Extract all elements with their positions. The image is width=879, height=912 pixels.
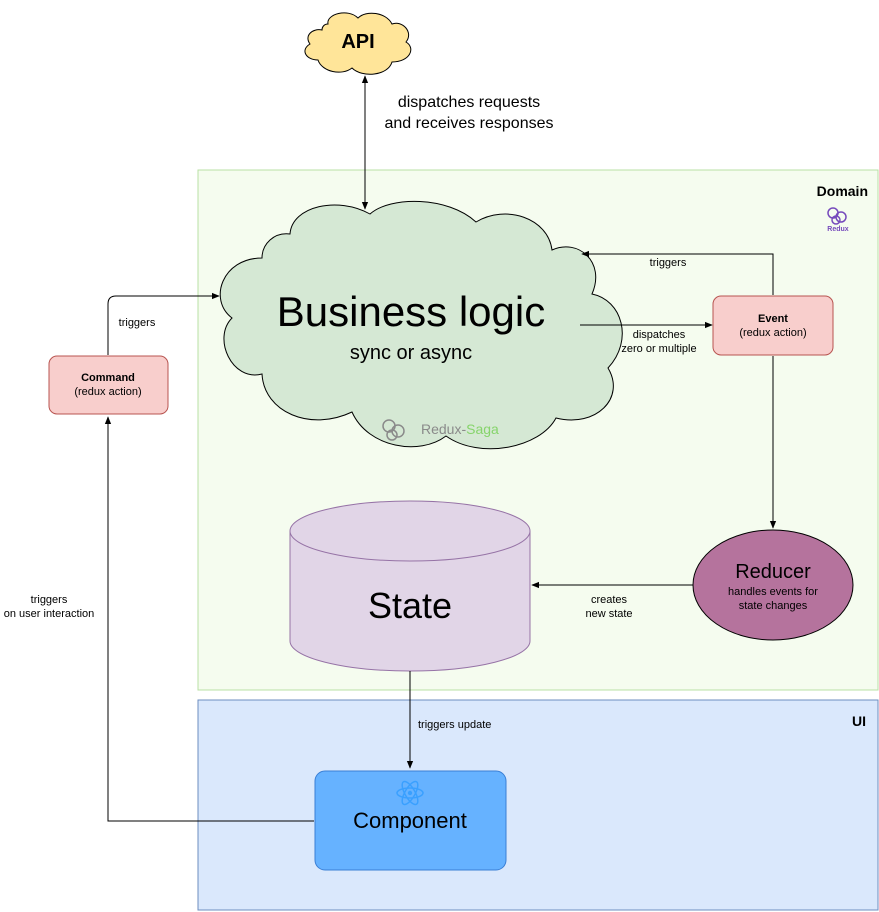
redux-saga-suffix: Saga — [466, 421, 499, 437]
command-title: Command — [81, 372, 135, 384]
event-subtitle: (redux action) — [739, 327, 806, 339]
api-edge-label-line1: dispatches requests — [398, 94, 540, 111]
redux-logo-text: Redux — [827, 226, 849, 233]
redux-saga-prefix: Redux- — [421, 421, 466, 437]
redux-saga-logo-icon — [382, 419, 405, 441]
event-box — [712, 295, 834, 356]
event-triggers-edge-line — [581, 250, 774, 295]
creates-label-line2: new state — [585, 608, 632, 620]
user-triggers-edge-line — [104, 416, 314, 822]
reducer-title: Reducer — [735, 561, 811, 583]
state-label: State — [368, 585, 452, 626]
triggers-update-label: triggers update — [418, 719, 491, 731]
command-box — [48, 355, 169, 415]
command-triggers-edge-line — [107, 292, 220, 355]
state-cylinder — [289, 500, 531, 672]
dispatches-label-line1: dispatches — [633, 329, 686, 341]
ui-label: UI — [852, 713, 866, 729]
business-logic-title: Business logic — [277, 288, 545, 335]
user-triggers-label-line1: triggers — [31, 594, 68, 606]
domain-label: Domain — [817, 183, 868, 199]
command-triggers-label: triggers — [119, 317, 156, 329]
redux-logo-icon: Redux — [827, 207, 849, 233]
reducer-line1: handles events for — [728, 586, 818, 598]
api-label: API — [341, 31, 374, 53]
business-logic-subtitle: sync or async — [350, 342, 472, 364]
dispatches-label-line2: zero or multiple — [621, 343, 696, 355]
api-cloud — [304, 12, 412, 75]
creates-label-line1: creates — [591, 594, 628, 606]
command-subtitle: (redux action) — [74, 386, 141, 398]
component-box — [314, 770, 507, 871]
event-title: Event — [758, 313, 788, 325]
event-triggers-label: triggers — [650, 257, 687, 269]
react-logo-icon — [396, 780, 424, 806]
component-label: Component — [353, 808, 467, 833]
redux-saga-logo-text: Redux-Saga — [421, 421, 499, 437]
user-triggers-label-line2: on user interaction — [4, 608, 95, 620]
reducer-ellipse — [692, 529, 854, 641]
business-logic-cloud — [219, 200, 623, 450]
reducer-line2: state changes — [739, 600, 808, 612]
api-edge-label-line2: and receives responses — [385, 115, 554, 132]
ui-container — [197, 699, 879, 911]
